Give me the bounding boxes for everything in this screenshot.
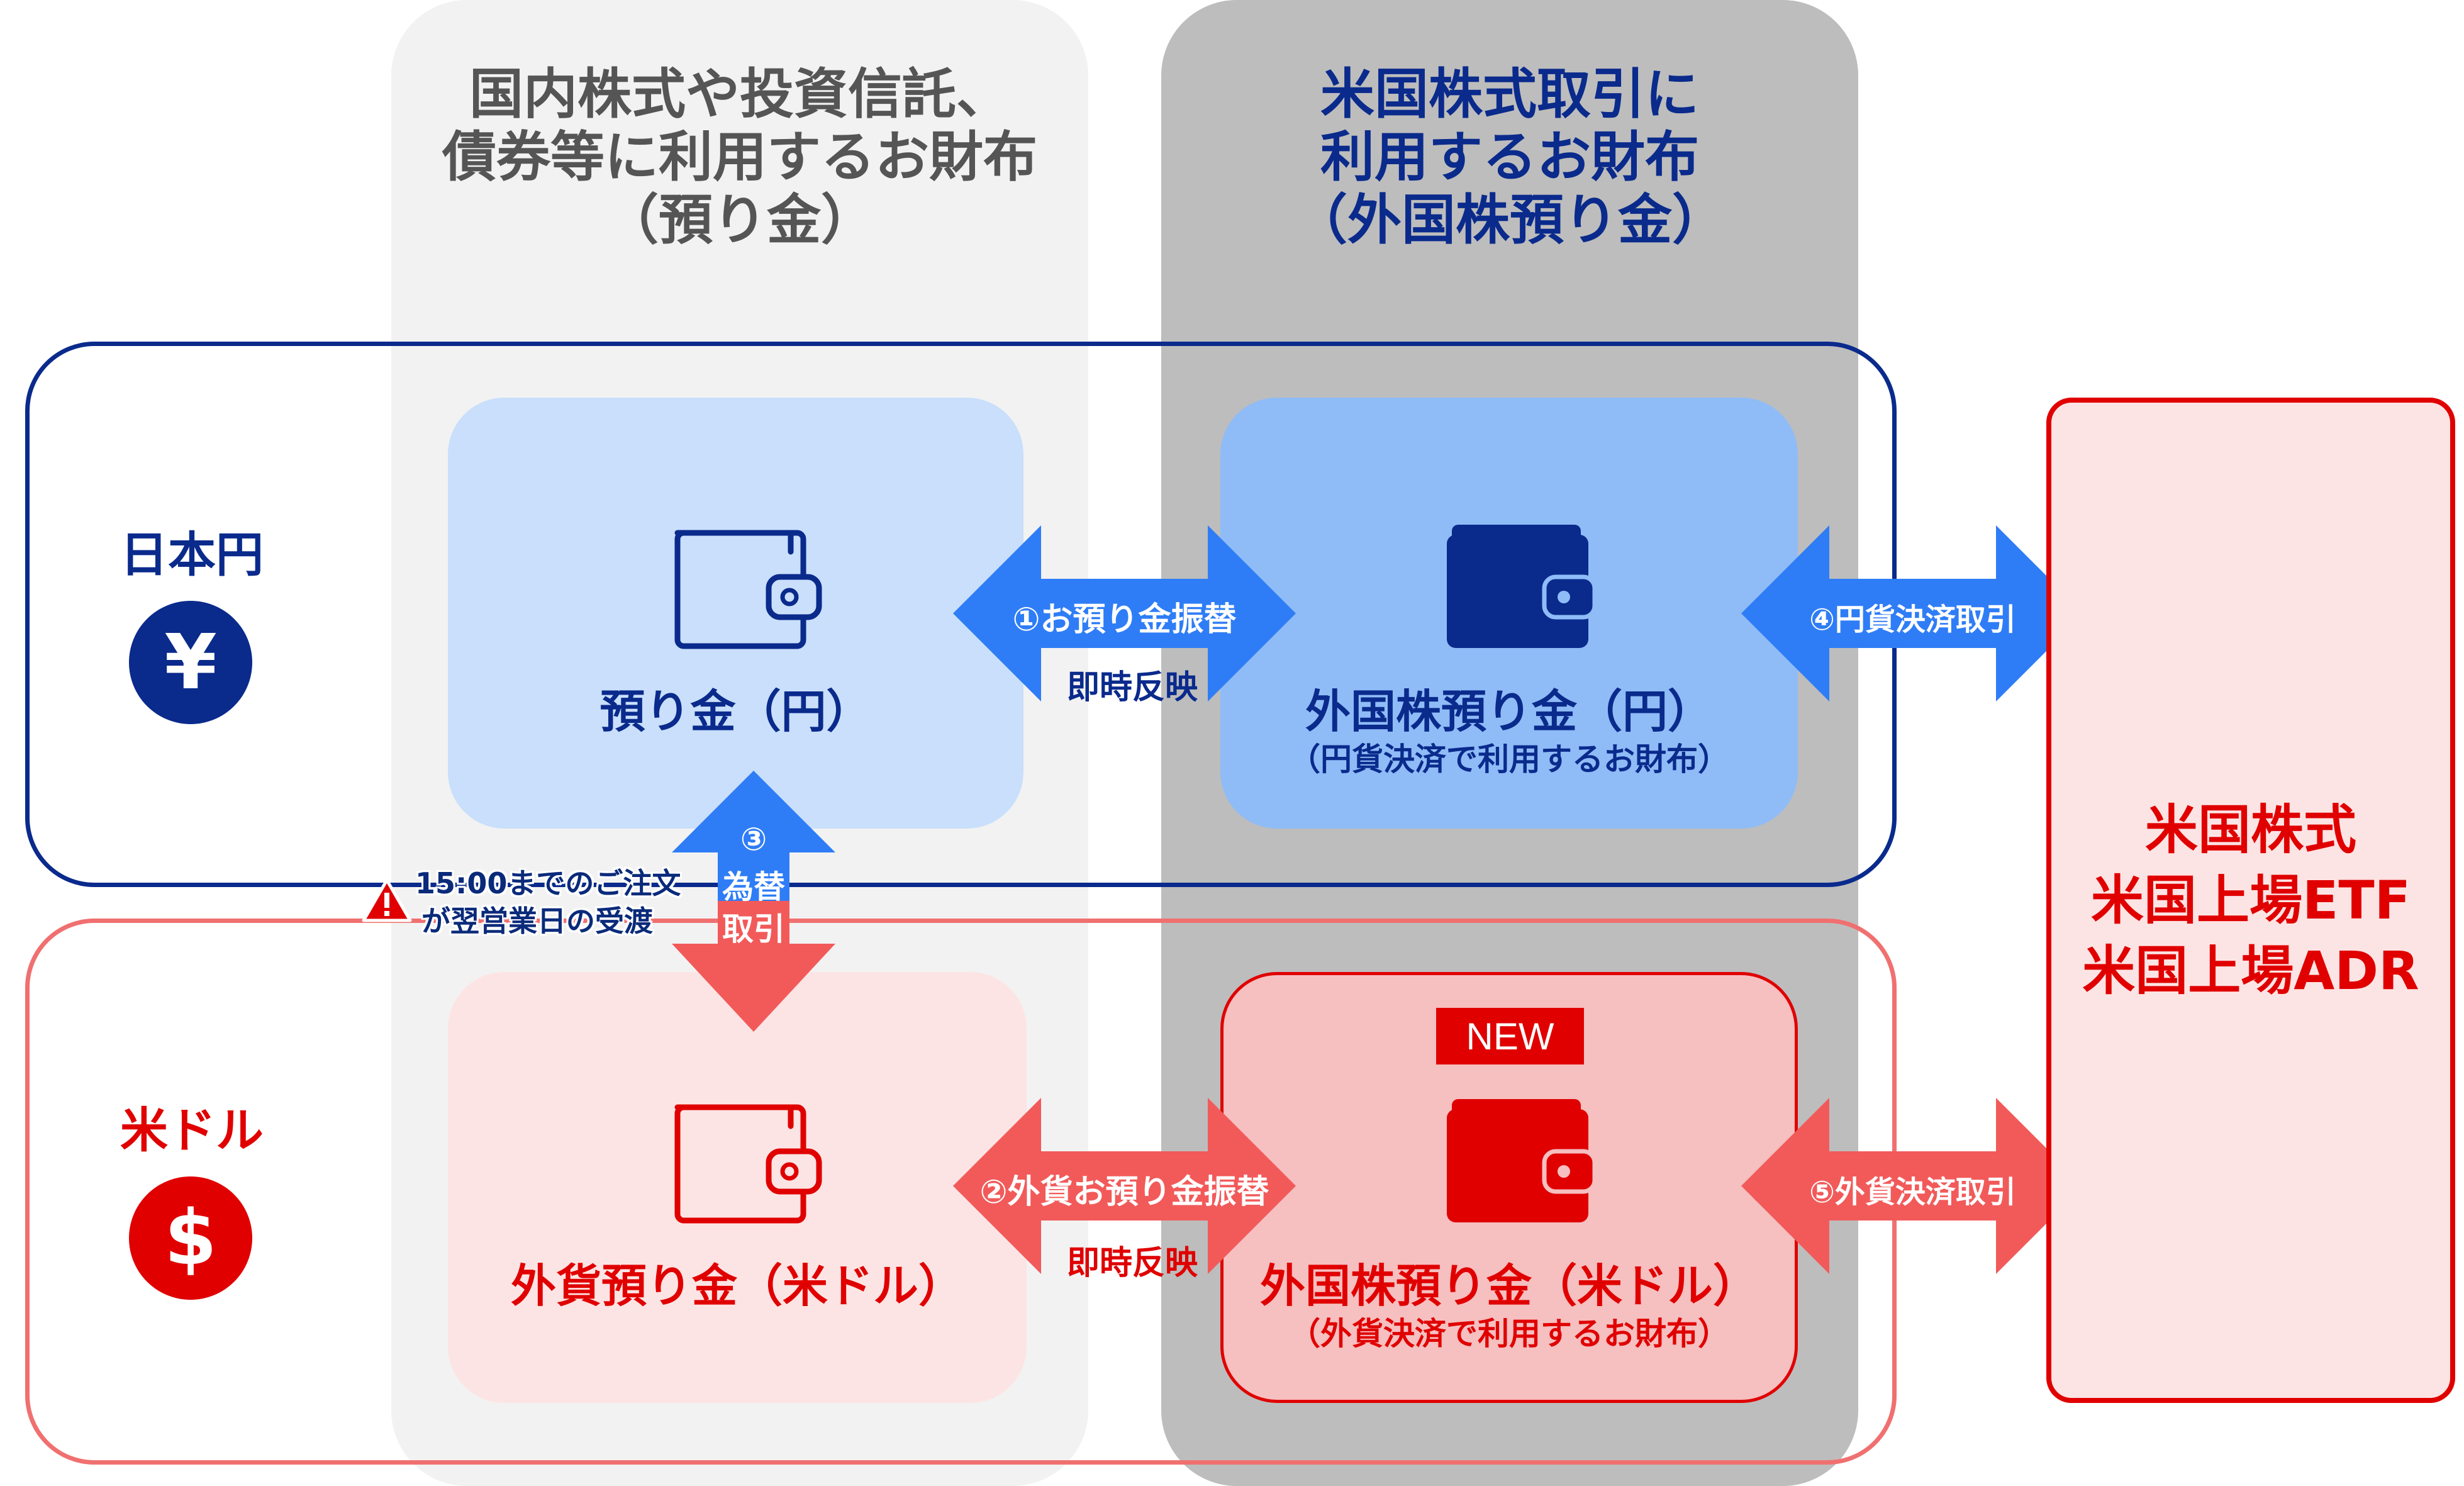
new-badge: NEW [1436,1008,1584,1064]
yen-deposit-label: 預り金（円） [599,685,872,738]
wallet-filled-icon [1447,525,1597,648]
dollar-icon: $ [129,1176,252,1300]
transfer-yen-note: 即時反映 [1066,669,1198,707]
transfer-usd-label: ②外貨お預り金振替 [979,1173,1269,1211]
domestic-title-line-1: 国内株式や投資信託、 [469,63,1010,126]
settle-usd-label: ⑤外貨決済取引 [1809,1175,2016,1210]
transfer-yen-arrow [953,525,1296,701]
transfer-usd-note: 即時反映 [1066,1244,1198,1282]
settle-usd-arrow [1741,1098,2084,1274]
transfer-yen-label: ①お預り金振替 [1012,601,1237,639]
market-line-us-etf: 米国上場ETF [2090,869,2411,931]
notice-line-1: 15:00までのご注文 [415,866,681,900]
foreign-usd-deposit-card: NEW 外国株預り金（米ドル） （外貨決済で利用するお財布） [1220,972,1798,1403]
fx-number: ③ [740,821,767,858]
wallet-outline-icon [674,530,822,649]
usd-row-label: 米ドル [120,1102,264,1158]
wallet-filled-icon [1447,1099,1597,1222]
us-market-box: 米国株式 米国上場ETF 米国上場ADR [2046,398,2455,1403]
domestic-column-title: 国内株式や投資信託、 債券等に利用するお財布 （預り金） [391,63,1088,252]
warning-icon [362,878,412,922]
us-column-title: 米国株式取引に 利用するお財布 （外国株預り金） [1161,63,1858,252]
foreign-yen-deposit-card: 外国株預り金（円） （円貨決済で利用するお財布） [1220,398,1798,829]
domestic-title-line-2: 債券等に利用するお財布 [442,126,1037,189]
settle-yen-arrow [1741,525,2084,701]
market-line-us-stocks: 米国株式 [2144,799,2356,861]
yen-row-label: 日本円 [120,527,264,583]
us-title-line-2: 利用するお財布 [1320,126,1699,189]
fx-label-line-2: 取引 [722,911,785,947]
usd-deposit-label: 外貨預り金（米ドル） [510,1260,964,1312]
us-title-line-1: 米国株式取引に [1320,63,1699,126]
fx-arrow [672,771,835,1032]
yen-deposit-card: 預り金（円） [448,398,1023,829]
yen-icon: ¥ [129,601,252,724]
foreign-usd-deposit-sublabel: （外貨決済で利用するお財布） [1289,1316,1729,1352]
transfer-usd-arrow [953,1098,1296,1274]
market-line-us-adr: 米国上場ADR [2082,940,2419,1002]
foreign-usd-deposit-label: 外国株預り金（米ドル） [1259,1260,1758,1312]
wallet-outline-icon [674,1104,822,1224]
usd-deposit-card: 外貨預り金（米ドル） [448,972,1027,1403]
domestic-title-line-3: （預り金） [605,189,875,252]
fx-label-line-1: 為替 [722,869,785,905]
us-title-line-3: （外国株預り金） [1293,189,1726,252]
notice-line-2: が翌営業日の受渡 [421,904,653,938]
foreign-yen-deposit-sublabel: （円貨決済で利用するお財布） [1289,741,1729,778]
settle-yen-label: ④円貨決済取引 [1809,602,2016,637]
foreign-yen-deposit-label: 外国株預り金（円） [1305,685,1713,738]
